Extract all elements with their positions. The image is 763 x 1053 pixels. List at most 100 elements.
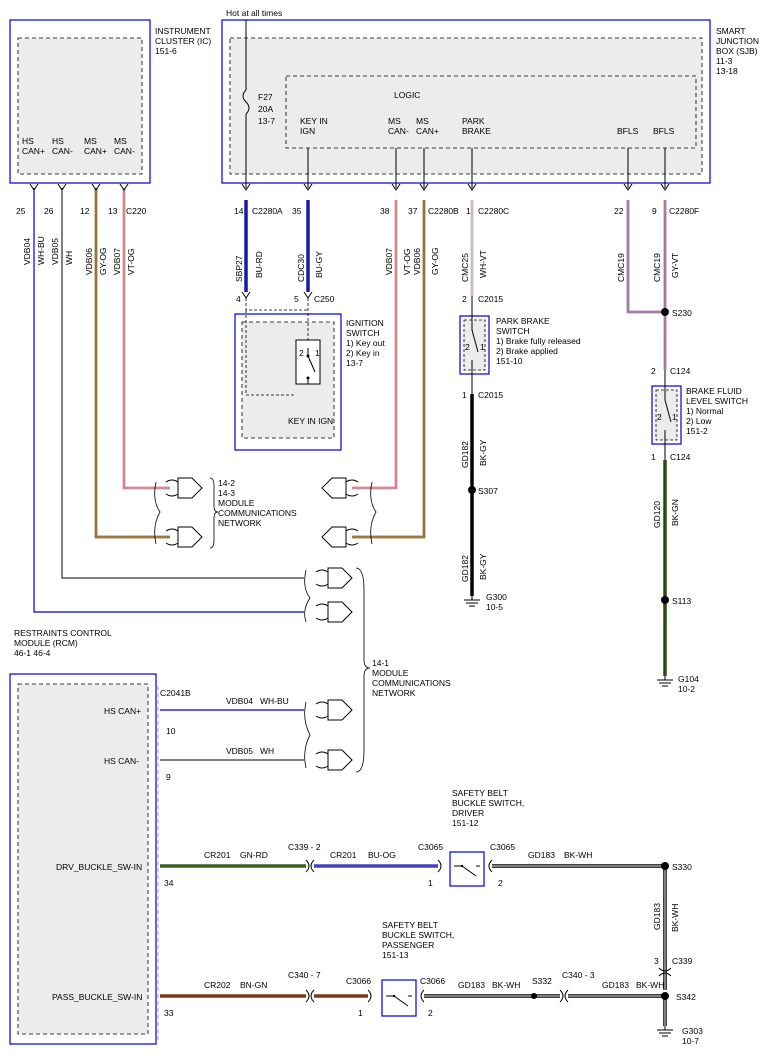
switch-title: BUCKLE SWITCH,	[382, 930, 454, 940]
ic-pin-label: HS	[22, 136, 34, 146]
connector-label: C2280B	[428, 206, 459, 216]
sjb-ref: 11-3	[716, 56, 733, 66]
sjb-pin-label: BFLS	[653, 126, 675, 136]
network-label: COMMUNICATIONS	[218, 508, 297, 518]
brake-fluid-option: 2) Low	[686, 416, 712, 426]
connector-c339-icon	[658, 967, 672, 977]
splice-label: S307	[478, 486, 498, 496]
switch-ref: 151-13	[382, 950, 409, 960]
splice-s113	[661, 596, 669, 604]
ground-ref: 10-5	[486, 602, 503, 612]
ground-label: G303	[682, 1026, 703, 1036]
brake-fluid-ref: 151-2	[686, 426, 708, 436]
connector-label: C339 - 2	[288, 842, 321, 852]
wire-label: BK-GN	[670, 499, 680, 526]
wire-label: VDB05	[50, 238, 60, 265]
sjb-pin-label: CAN-	[388, 126, 409, 136]
pin-number: 9	[652, 206, 657, 216]
wire-label: GD183	[458, 980, 485, 990]
twisted-pair-icon	[304, 569, 311, 623]
ic-pin-label: MS	[114, 136, 127, 146]
wire-label: WH-BU	[36, 236, 46, 265]
brake-fluid-title: LEVEL SWITCH	[686, 396, 748, 406]
pin-number: 33	[164, 1008, 174, 1018]
network-ref: 14-2	[218, 478, 235, 488]
wire-label: CDC30	[296, 254, 306, 282]
pin-number: 1	[466, 206, 471, 216]
pin-number: 2	[498, 878, 503, 888]
wire-label: BU-OG	[368, 850, 396, 860]
connector-label: C2280A	[252, 206, 283, 216]
switch-title: SAFETY BELT	[452, 788, 508, 798]
connector-label: C3066	[346, 976, 371, 986]
wire-label: CR201	[330, 850, 357, 860]
ground-ref: 10-7	[682, 1036, 699, 1046]
wire-label: BK-GY	[478, 439, 488, 466]
connector-label: C3066	[420, 976, 445, 986]
sjb-pin-label: MS	[388, 116, 401, 126]
pin-number: 4	[236, 294, 241, 304]
splice-s332	[531, 993, 537, 999]
connector-label: C2041B	[160, 688, 191, 698]
wire-label: WH-BU	[260, 696, 289, 706]
ic-pin-number: 26	[44, 206, 54, 216]
rcm-pin-label: PASS_BUCKLE_SW-IN	[52, 992, 142, 1002]
wire-label: BN-GN	[240, 980, 267, 990]
ic-pin-number: 12	[80, 206, 90, 216]
sjb-pin-label: PARK	[462, 116, 485, 126]
pin-number: 14	[234, 206, 244, 216]
connector-label: C250	[314, 294, 335, 304]
driver-buckle-switch	[449, 851, 485, 887]
splice-s330	[661, 862, 669, 870]
splice-s230	[661, 308, 669, 316]
pin-number: 1	[462, 390, 467, 400]
wire-label: GD182	[460, 441, 470, 468]
wire-label: GY-VT	[670, 253, 680, 278]
sjb-pin-arrows	[241, 183, 670, 191]
wire-label: VT-OG	[402, 249, 412, 275]
brake-fluid-option: 1) Normal	[686, 406, 723, 416]
sjb-pin-label: IGN	[300, 126, 315, 136]
wire-label: BU-RD	[254, 251, 264, 278]
ground-icon	[657, 1026, 673, 1037]
wire-label: CR201	[204, 850, 231, 860]
sjb-pin-label: BFLS	[617, 126, 639, 136]
ic-pin-number: 13	[108, 206, 118, 216]
ic-pin-number: 25	[16, 206, 26, 216]
ic-title2: CLUSTER (IC)	[155, 36, 211, 46]
network-plug	[165, 477, 203, 499]
park-brake-option: 1) Brake fully released	[496, 336, 581, 346]
restraints-control-module: HS CAN+ HS CAN- DRV_BUCKLE_SW-IN PASS_BU…	[9, 673, 159, 1045]
passenger-buckle-switch	[381, 979, 417, 1017]
ground-ref: 10-2	[678, 684, 695, 694]
network-label: MODULE	[372, 668, 409, 678]
rcm-title: MODULE (RCM)	[14, 638, 78, 648]
ground-icon	[657, 676, 673, 687]
wire-label: BK-GY	[478, 553, 488, 580]
pin-number: 3	[654, 956, 659, 966]
splice-label: S230	[672, 308, 692, 318]
switch-ref: 151-12	[452, 818, 479, 828]
connector-label: C124	[670, 366, 691, 376]
ground-label: G300	[486, 592, 507, 602]
network-label: COMMUNICATIONS	[372, 678, 451, 688]
ic-pin-label: HS	[52, 136, 64, 146]
pin-number: 1	[428, 878, 433, 888]
ignition-title: SWITCH	[346, 328, 380, 338]
ic-title: INSTRUMENT	[155, 26, 211, 36]
wire-label: VDB07	[384, 248, 394, 275]
wire-label: BK-WH	[670, 904, 680, 932]
network-label: MODULE	[218, 498, 255, 508]
wire-label: VT-OG	[126, 249, 136, 275]
connector-label: C339	[672, 956, 693, 966]
pin-number: 37	[408, 206, 418, 216]
park-brake-option: 2) Brake applied	[496, 346, 558, 356]
park-brake-ref: 151-10	[496, 356, 523, 366]
network-plug	[315, 601, 353, 623]
switch-position: 2	[657, 412, 662, 422]
switch-title: DRIVER	[452, 808, 484, 818]
ignition-ref: 13-7	[346, 358, 363, 368]
network-plug	[315, 749, 353, 771]
fuse-rating: 20A	[258, 104, 273, 114]
ic-pin-label: CAN+	[22, 146, 45, 156]
